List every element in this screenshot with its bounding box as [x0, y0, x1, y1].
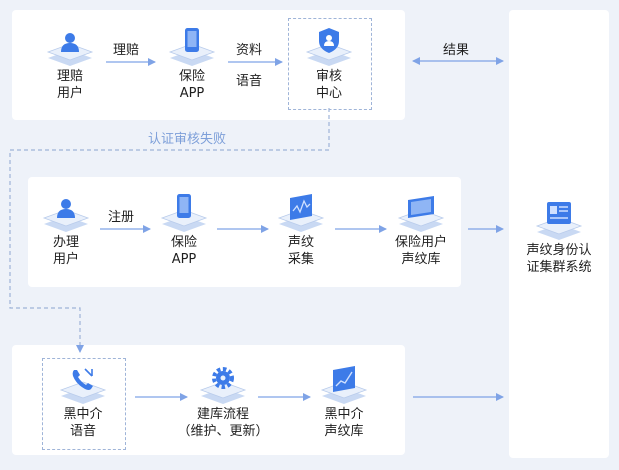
blacklist-db-node: 黑中介 声纹库 [309, 364, 379, 440]
fail-edge-label: 认证审核失败 [148, 132, 227, 147]
top-panel [12, 10, 405, 120]
insurance-app-mid-node: 保险 APP [154, 192, 214, 268]
edge-fail [9, 108, 330, 353]
blacklist-db-line2: 声纹库 [324, 424, 364, 439]
voice-collect-line1: 声纹 [287, 235, 314, 250]
blacklist-voice-line1: 黑中介 [63, 407, 103, 422]
system-line2: 证集群系统 [526, 260, 592, 275]
handle-user-line2: 用户 [52, 252, 79, 267]
insurance-app-mid-line1: 保险 [170, 235, 197, 250]
phone-icon [160, 194, 208, 232]
register-edge-label: 注册 [108, 210, 135, 225]
id-card-icon [535, 202, 583, 240]
build-process-line1: 建库流程 [196, 407, 249, 422]
user-icon [46, 33, 94, 66]
claim-user-line2: 用户 [56, 86, 83, 101]
chart-screen-icon [320, 366, 368, 404]
insurance-app-top-line1: 保险 [178, 69, 205, 84]
data-edge-label: 资料 [236, 43, 263, 58]
claim-edge-label: 理赔 [113, 43, 140, 58]
voiceprint-auth-system-node: 声纹身份认 证集群系统 [514, 198, 604, 276]
insurance-app-top-node: 保险 APP [162, 26, 222, 102]
gear-icon [199, 367, 247, 404]
handle-user-node: 办理 用户 [36, 194, 96, 268]
build-process-line2: （维护、更新） [177, 424, 269, 439]
audit-center-node: 审核 中心 [299, 26, 359, 102]
user-voiceprint-db-line1: 保险用户 [394, 235, 447, 250]
build-process-node: 建库流程 （维护、更新） [173, 364, 273, 440]
shield-icon [305, 28, 353, 66]
blacklist-voice-node: 黑中介 语音 [53, 364, 113, 440]
phone-call-icon [59, 368, 107, 404]
blacklist-voice-highlight [42, 358, 126, 450]
user-voiceprint-db-line2: 声纹库 [401, 252, 441, 267]
voice-collect-line2: 采集 [287, 252, 314, 267]
claim-user-node: 理赔 用户 [40, 28, 100, 102]
database-screen-icon [397, 196, 445, 232]
insurance-app-mid-line2: APP [171, 252, 197, 267]
user-icon [42, 199, 90, 232]
insurance-app-top-line2: APP [179, 86, 205, 101]
result-edge-label: 结果 [443, 43, 470, 58]
audit-center-highlight [288, 18, 372, 110]
middle-panel [28, 177, 461, 287]
blacklist-db-line1: 黑中介 [324, 407, 364, 422]
phone-icon [168, 28, 216, 66]
audit-center-line2: 中心 [315, 86, 342, 101]
waveform-icon [277, 194, 325, 232]
audit-center-line1: 审核 [315, 69, 342, 84]
handle-user-line1: 办理 [52, 235, 79, 250]
user-voiceprint-db-node: 保险用户 声纹库 [386, 192, 456, 268]
system-line1: 声纹身份认 [526, 243, 592, 258]
blacklist-voice-line2: 语音 [69, 424, 96, 439]
voice-edge-label: 语音 [236, 74, 263, 89]
claim-user-line1: 理赔 [56, 69, 83, 84]
voice-collect-node: 声纹 采集 [271, 192, 331, 268]
